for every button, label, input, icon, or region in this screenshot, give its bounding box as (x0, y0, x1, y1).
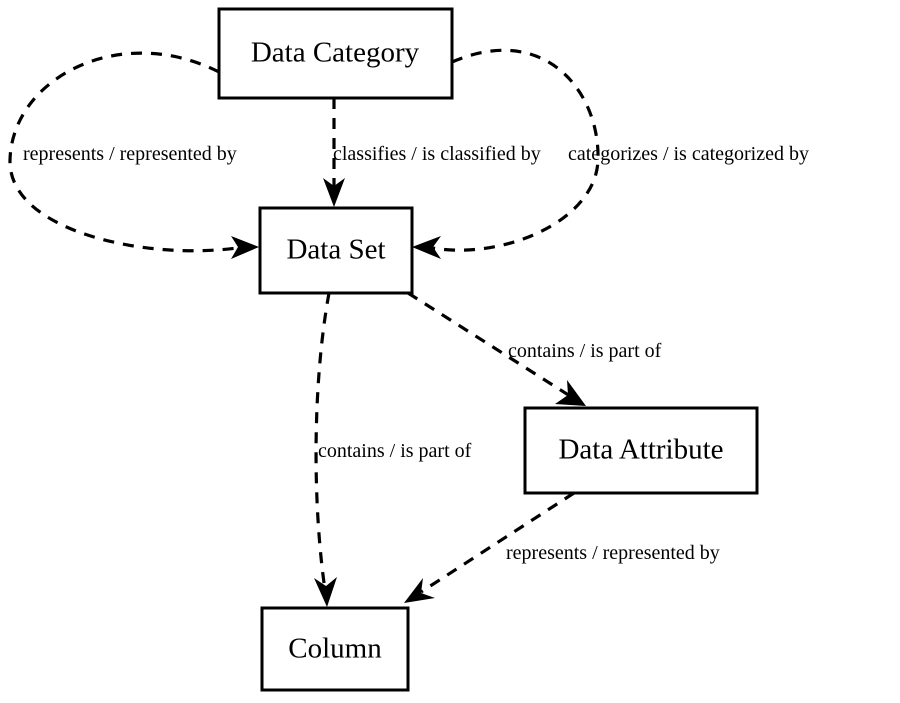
edge-label-set-contains-column: contains / is part of (318, 440, 472, 462)
node-box-data-attribute (523, 406, 759, 495)
edge-label-attribute-represents-column: represents / represented by (506, 542, 720, 564)
node-data-attribute[interactable]: Data Attribute (523, 406, 759, 495)
edge-label-categorizes: categorizes / is categorized by (568, 143, 809, 165)
edge-path-attribute-column (420, 491, 575, 594)
edge-path-represents (8, 51, 245, 253)
node-data-category[interactable]: Data Category (217, 7, 454, 100)
node-label-column: Column (288, 633, 382, 665)
arrowhead-set-attribute (555, 380, 586, 406)
edge-label-classifies: classifies / is classified by (333, 143, 541, 165)
node-data-set[interactable]: Data Set (258, 206, 414, 295)
node-box-data-set (258, 206, 414, 295)
edge-label-set-contains-attribute: contains / is part of (508, 340, 662, 362)
arrowhead-represents (231, 236, 259, 259)
node-label-data-attribute: Data Attribute (558, 434, 723, 466)
edge-set-contains-column[interactable] (314, 292, 337, 607)
node-box-data-category (217, 7, 454, 100)
node-column[interactable]: Column (260, 606, 410, 692)
arrowhead-attribute-column (404, 578, 435, 603)
edge-category-represents-set[interactable] (8, 51, 259, 259)
edge-attribute-represents-column[interactable] (404, 491, 575, 603)
edge-set-contains-attribute[interactable] (407, 291, 586, 406)
edge-path-set-column (314, 292, 331, 591)
node-label-data-category: Data Category (251, 37, 420, 69)
arrowhead-classifies (323, 178, 345, 207)
node-label-data-set: Data Set (286, 234, 385, 266)
arrowhead-set-column (314, 577, 337, 607)
edge-category-categorizes-set[interactable] (412, 48, 600, 259)
edge-category-classifies-set[interactable] (323, 98, 345, 207)
arrowhead-categorizes (412, 236, 441, 259)
node-box-column (260, 606, 410, 692)
edge-label-represents: represents / represented by (23, 143, 237, 165)
